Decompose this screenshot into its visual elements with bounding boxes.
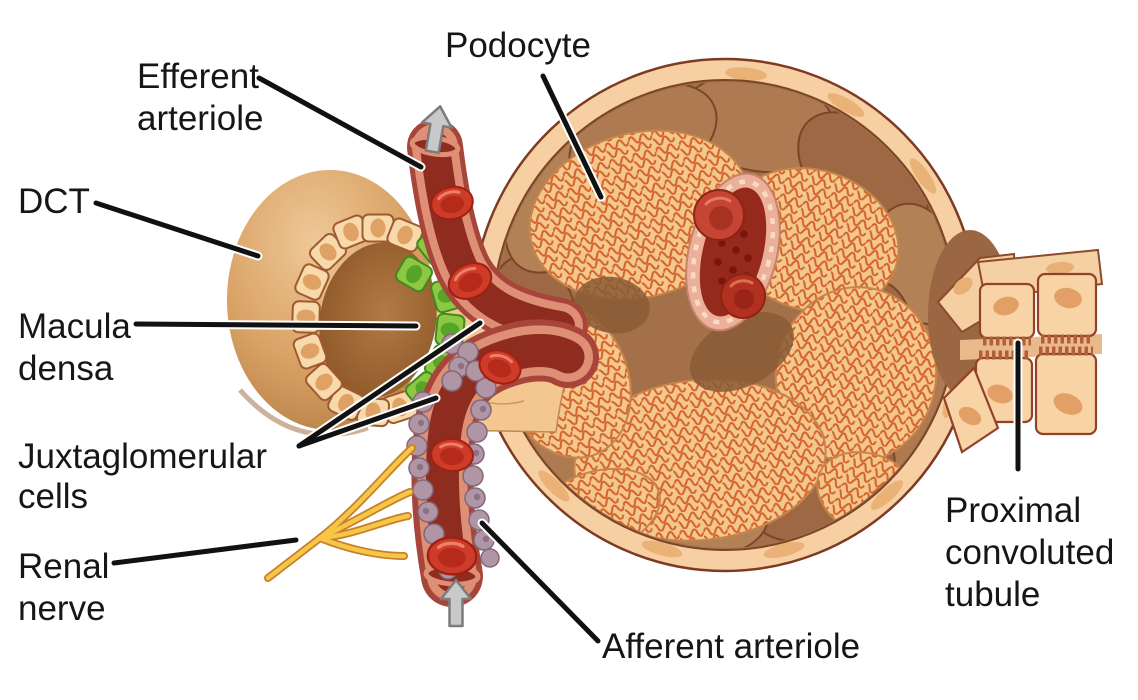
label-juxtaglomerular-line1: Juxtaglomerular — [18, 437, 267, 476]
leader-dct — [93, 200, 261, 259]
leader-macula-densa — [133, 321, 419, 329]
label-juxtaglomerular-line2: cells — [18, 477, 88, 516]
leader-efferent-arteriole — [256, 75, 424, 170]
central-capillary — [685, 172, 781, 332]
red-blood-cell — [693, 189, 745, 241]
label-renal-nerve-line2: nerve — [18, 589, 106, 628]
label-pct-line1: Proximal — [945, 491, 1081, 530]
label-efferent-arteriole-line2: arteriole — [137, 99, 263, 138]
label-renal-nerve-line1: Renal — [18, 547, 109, 586]
efferent-arteriole — [407, 102, 588, 354]
renal-nerve — [264, 444, 416, 582]
label-pct-line2: convoluted — [945, 533, 1114, 572]
mesangial-shadows — [574, 276, 794, 392]
label-macula-densa-line2: densa — [18, 349, 114, 388]
red-blood-cell — [720, 273, 766, 319]
proximal-convoluted-tubule — [928, 230, 1104, 454]
label-afferent-arteriole: Afferent arteriole — [602, 627, 860, 666]
leader-lines — [91, 71, 1023, 646]
label-efferent-arteriole-line1: Efferent — [137, 57, 259, 96]
leader-renal-nerve — [111, 537, 299, 566]
leader-juxtaglomerular-2 — [296, 395, 439, 449]
label-macula-densa-line1: Macula — [18, 307, 131, 346]
labels: Podocyte Efferent arteriole DCT Macula d… — [18, 26, 1114, 666]
afferent-arteriole — [406, 319, 599, 628]
label-dct: DCT — [18, 182, 90, 221]
leader-podocyte — [540, 73, 604, 200]
leader-juxtaglomerular-1 — [296, 320, 483, 449]
leader-afferent-arteriole — [479, 520, 601, 644]
label-pct-line3: tubule — [945, 575, 1040, 614]
juxtaglomerular-cells — [406, 333, 500, 580]
label-podocyte: Podocyte — [445, 26, 591, 65]
pct-cell-nuclei — [958, 287, 1083, 426]
